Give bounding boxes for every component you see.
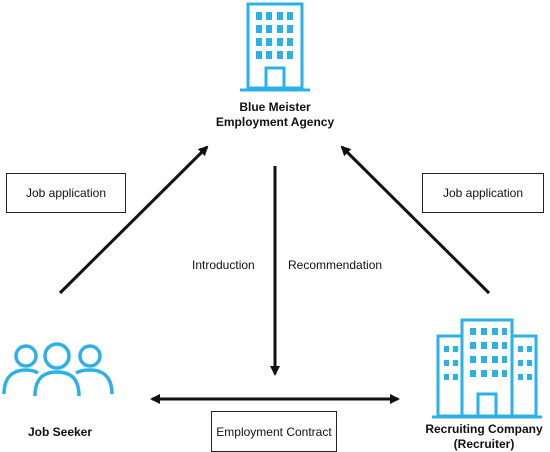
job-application-left-text: Job application — [25, 186, 107, 200]
employment-contract-text: Employment Contract — [216, 424, 332, 439]
agency-label-line1: Blue Meister — [239, 100, 311, 114]
arrow-seeker-to-agency — [58, 145, 209, 295]
seeker-label: Job Seeker — [27, 425, 93, 439]
job-application-right-text: Job application — [442, 186, 524, 200]
job-application-box-left: Job application — [6, 173, 126, 213]
job-application-box-right: Job application — [422, 173, 544, 213]
arrow-company-to-agency — [340, 145, 491, 295]
agency-label-line2: Employment Agency — [215, 115, 335, 129]
company-label: Recruiting Company (Recruiter) — [420, 422, 548, 452]
introduction-label: Introduction — [192, 258, 255, 272]
recommendation-label: Recommendation — [288, 258, 383, 272]
employment-contract-box: Employment Contract — [211, 411, 337, 452]
company-label-line1: Recruiting Company — [425, 422, 543, 436]
company-buildings-icon — [432, 318, 542, 419]
people-group-icon — [2, 342, 114, 397]
company-label-line2: (Recruiter) — [453, 437, 515, 451]
agency-label: Blue Meister Employment Agency — [205, 100, 345, 130]
office-building-icon — [240, 2, 310, 92]
